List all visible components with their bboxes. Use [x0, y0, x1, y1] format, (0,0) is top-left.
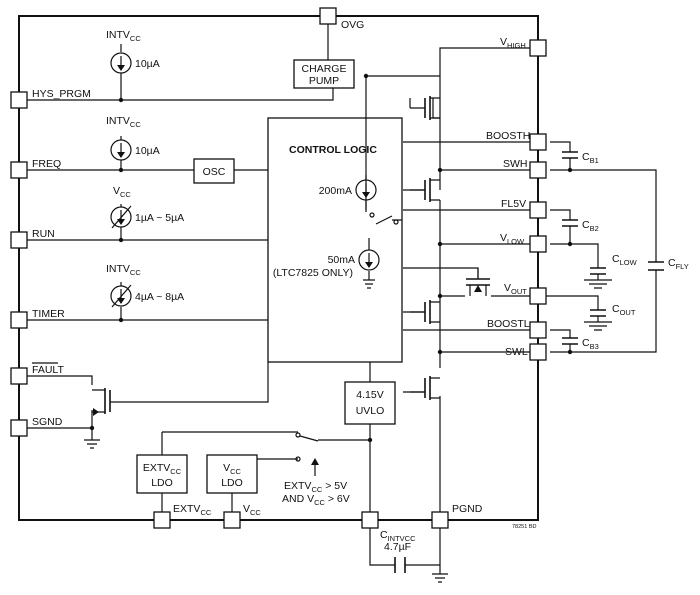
mosfets: [92, 96, 490, 416]
control-logic-label: CONTROL LOGIC: [289, 144, 377, 156]
cap-cout-label: COUT: [612, 303, 636, 317]
pin-vlow-label: VLOW: [500, 232, 525, 246]
cap-cintvcc-value: 4.7µF: [384, 541, 411, 553]
osc-block: [193, 158, 235, 184]
source3-value: 1µA ~ 5µA: [135, 212, 184, 224]
pin-extvcc-label: EXTVCC: [173, 503, 212, 517]
pin-timer-label: TIMER: [32, 308, 65, 320]
pin-sgnd-label: SGND: [32, 416, 63, 428]
uvlo-label-2: UVLO: [356, 405, 385, 417]
pin-freq-label: FREQ: [32, 158, 61, 170]
source4-value: 4µA ~ 8µA: [135, 291, 184, 303]
source2-supply-label: INTVCC: [106, 115, 141, 129]
pin-swh-label: SWH: [503, 158, 528, 170]
extvcc-ldo-label: EXTVCC: [143, 462, 182, 476]
cap-cb1-label: CB1: [582, 151, 599, 165]
osc-label: OSC: [203, 166, 226, 178]
wiring: [19, 24, 657, 574]
pin-boosth-label: BOOSTH: [486, 130, 530, 142]
pin-hys-prgm-label: HYS_PRGM: [32, 88, 91, 100]
switch-condition-line2: AND VCC > 6V: [282, 493, 350, 507]
pin-run-label: RUN: [32, 228, 55, 240]
uvlo-block: [344, 381, 396, 425]
current-source-symbols: [110, 52, 399, 476]
source4-supply-label: INTVCC: [106, 263, 141, 277]
source-50ma-label: 50mA: [328, 254, 355, 266]
extvcc-ldo-block: [136, 454, 188, 494]
cap-cb2-label: CB2: [582, 219, 599, 233]
chip-outline: [18, 15, 539, 521]
source2-value: 10µA: [135, 145, 160, 157]
vcc-ldo-label-2: LDO: [221, 477, 243, 489]
pin-vhigh-label: VHIGH: [500, 36, 526, 50]
source3-supply-label: VCC: [113, 185, 131, 199]
pin-pgnd-label: PGND: [452, 503, 483, 515]
pin-ovg-label: OVG: [341, 19, 364, 31]
pin-boostl-label: BOOSTL: [487, 318, 530, 330]
uvlo-label-1: 4.15V: [356, 389, 383, 401]
cap-cintvcc-label: CINTVCC: [380, 529, 416, 543]
control-logic-block: [267, 117, 403, 363]
figure-id: 78251 BD: [512, 524, 536, 530]
cap-clow-label: CLOW: [612, 253, 638, 267]
pin-squares: [10, 7, 547, 529]
pin-vcc-label: VCC: [243, 503, 261, 517]
extvcc-ldo-label-2: LDO: [151, 477, 173, 489]
ground-symbols: [84, 279, 612, 583]
pin-fl5v-label: FL5V: [501, 198, 526, 210]
pin-vout-label: VOUT: [504, 282, 527, 296]
source1-value: 10µA: [135, 58, 160, 70]
charge-pump-label-1: CHARGE: [302, 63, 347, 75]
pin-fault-label: FAULT: [32, 364, 64, 376]
capacitor-plates: [394, 151, 664, 573]
source-200ma-label: 200mA: [319, 185, 352, 197]
vcc-ldo-block: [206, 454, 258, 494]
charge-pump-label-2: PUMP: [309, 75, 339, 87]
switch-condition-line1: EXTVCC > 5V: [284, 480, 347, 494]
junction-dots: [89, 73, 573, 443]
vcc-ldo-label: VCC: [223, 462, 241, 476]
pin-swl-label: SWL: [505, 346, 528, 358]
charge-pump-block: [293, 59, 355, 89]
source-50ma-note: (LTC7825 ONLY): [273, 267, 353, 279]
cap-cfly-label: CFLY: [668, 257, 689, 271]
source1-supply-label: INTVCC: [106, 29, 141, 43]
cap-cb3-label: CB3: [582, 337, 599, 351]
